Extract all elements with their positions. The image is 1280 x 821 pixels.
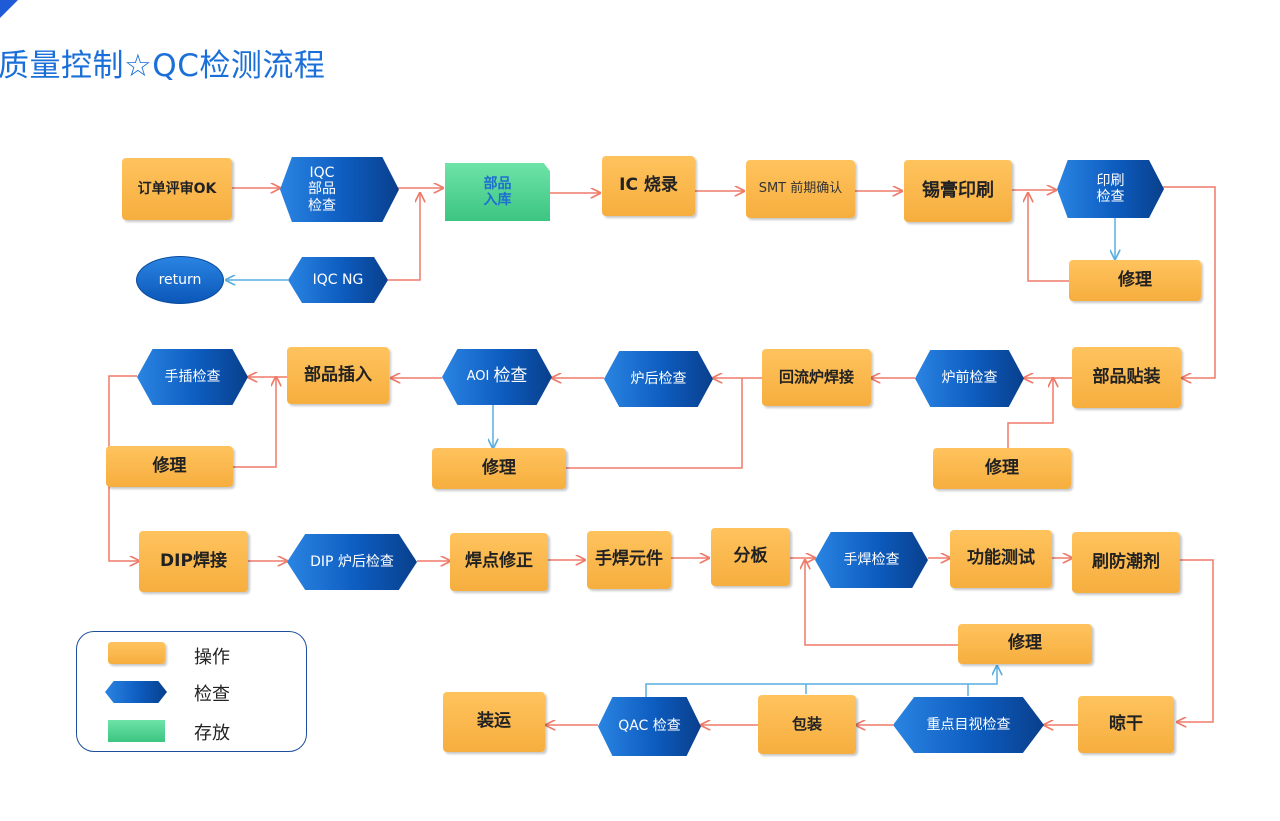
arrow-check-mount [1163, 186, 1216, 378]
legend-inspection-swatch [105, 681, 167, 703]
node-print-repair: 修理 [1069, 260, 1201, 301]
node-parts-insert: 部品插入 [287, 347, 389, 404]
node-packing: 包装 [758, 695, 856, 754]
node-pre-oven-check: 炉前检查 [915, 350, 1024, 407]
node-hand-solder: 手焊元件 [587, 531, 671, 589]
node-dip-post-check: DIP 炉后检查 [287, 534, 417, 590]
node-visual-check: 重点目视检查 [893, 697, 1044, 753]
node-smt-pre-confirm: SMT 前期确认 [746, 160, 855, 218]
star-icon: ☆ [124, 48, 153, 84]
node-hand-solder-check: 手焊检查 [815, 532, 928, 588]
node-iqc-check: IQC 部品 检查 [280, 157, 399, 222]
legend-operation-label: 操作 [194, 647, 230, 668]
node-final-repair: 修理 [958, 624, 1092, 664]
legend-storage-label: 存放 [194, 723, 230, 744]
node-solder-print: 锡膏印刷 [904, 160, 1012, 222]
node-ship: 装运 [443, 692, 545, 752]
node-order-review: 订单评审OK [122, 158, 232, 220]
node-dry: 晾干 [1078, 696, 1174, 753]
line-aoirepair-reflow [566, 378, 743, 469]
title-main: QC检测流程 [152, 48, 326, 84]
legend-operation-swatch [108, 642, 165, 664]
legend-inspection-label: 检查 [194, 684, 230, 705]
node-board-split: 分板 [711, 528, 790, 586]
node-insert-repair: 修理 [106, 446, 233, 487]
node-dip-solder: DIP焊接 [139, 531, 248, 592]
node-return: return [136, 256, 224, 304]
arrow-inspections-finalrepair [645, 666, 997, 697]
arrow-finalrepair-handcheck [805, 560, 958, 646]
node-function-test: 功能测试 [950, 530, 1052, 588]
legend [76, 631, 307, 752]
page-title: 质量控制☆QC检测流程 [0, 40, 325, 85]
aoi-suffix: 检查 [493, 366, 528, 387]
node-iqc-ng: IQC NG [288, 257, 388, 303]
node-qac-check: QAC 检查 [598, 697, 701, 756]
node-manual-insert-check: 手插检查 [137, 349, 248, 405]
node-post-oven-check: 炉后检查 [604, 351, 713, 407]
arrow-iqcng-storage [388, 193, 420, 281]
node-parts-mount: 部品贴装 [1072, 347, 1181, 408]
arrow-prerepair-mount [1007, 378, 1053, 448]
node-print-check: 印刷 检查 [1057, 160, 1164, 218]
arrow-insertrepair-insert [233, 377, 276, 468]
arrow-coat-dry [1177, 559, 1214, 722]
node-aoi-check: AOI 检查 [442, 349, 552, 405]
node-aoi-repair: 修理 [432, 448, 566, 489]
node-moisture-coat: 刷防潮剂 [1072, 532, 1180, 593]
title-prefix: 质量控制 [0, 48, 124, 84]
legend-storage-swatch [108, 720, 165, 742]
arrow-repair-print [1028, 193, 1069, 282]
node-parts-storage: 部品 入库 [445, 163, 550, 221]
node-reflow: 回流炉焊接 [762, 349, 871, 406]
node-pre-oven-repair: 修理 [933, 448, 1071, 489]
node-joint-fix: 焊点修正 [450, 533, 548, 591]
node-ic-burn: IC 烧录 [602, 156, 695, 216]
aoi-prefix: AOI [466, 368, 494, 384]
corner-accent [0, 0, 18, 18]
